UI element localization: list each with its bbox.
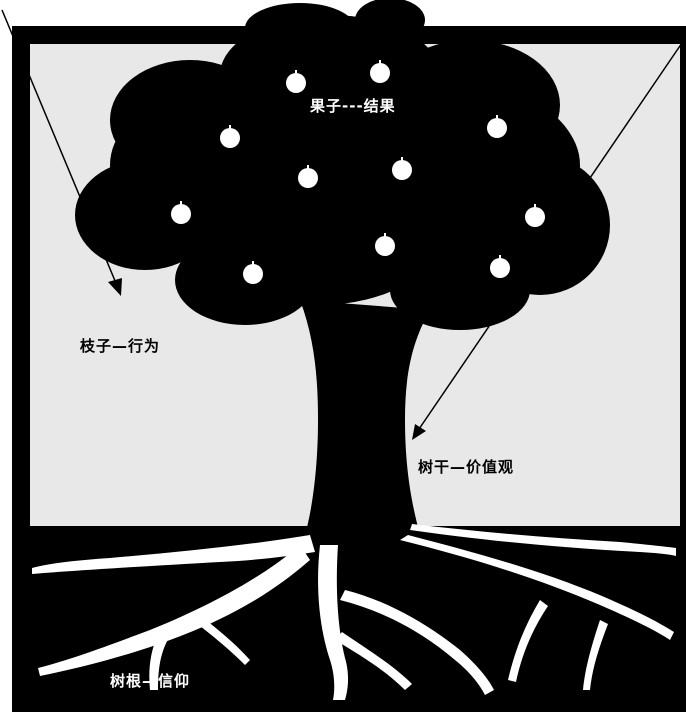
arrowhead bbox=[412, 424, 426, 440]
tree-roots bbox=[32, 524, 676, 700]
apple-icon bbox=[243, 261, 263, 284]
apple-icon bbox=[525, 204, 545, 227]
tree-trunk bbox=[300, 300, 430, 535]
pointer-line-trunk bbox=[416, 39, 685, 433]
apple-icon bbox=[392, 157, 412, 180]
apple-icon bbox=[298, 165, 318, 188]
apple-group bbox=[171, 60, 545, 284]
apple-icon bbox=[490, 255, 510, 278]
apple-icon bbox=[220, 125, 240, 148]
apple-icon bbox=[487, 115, 507, 138]
roots-label: 树根—信仰 bbox=[110, 672, 191, 690]
arrowhead bbox=[108, 278, 122, 296]
apple-icon bbox=[286, 70, 306, 93]
apple-icon bbox=[375, 233, 395, 256]
branches-label: 枝子—行为 bbox=[80, 337, 161, 355]
apple-icon bbox=[370, 60, 390, 83]
pointer-line-branches bbox=[1, 9, 119, 289]
trunk-label: 树干—价值观 bbox=[418, 458, 515, 476]
fruit-label: 果子---结果 bbox=[310, 97, 396, 115]
apple-icon bbox=[171, 201, 191, 224]
